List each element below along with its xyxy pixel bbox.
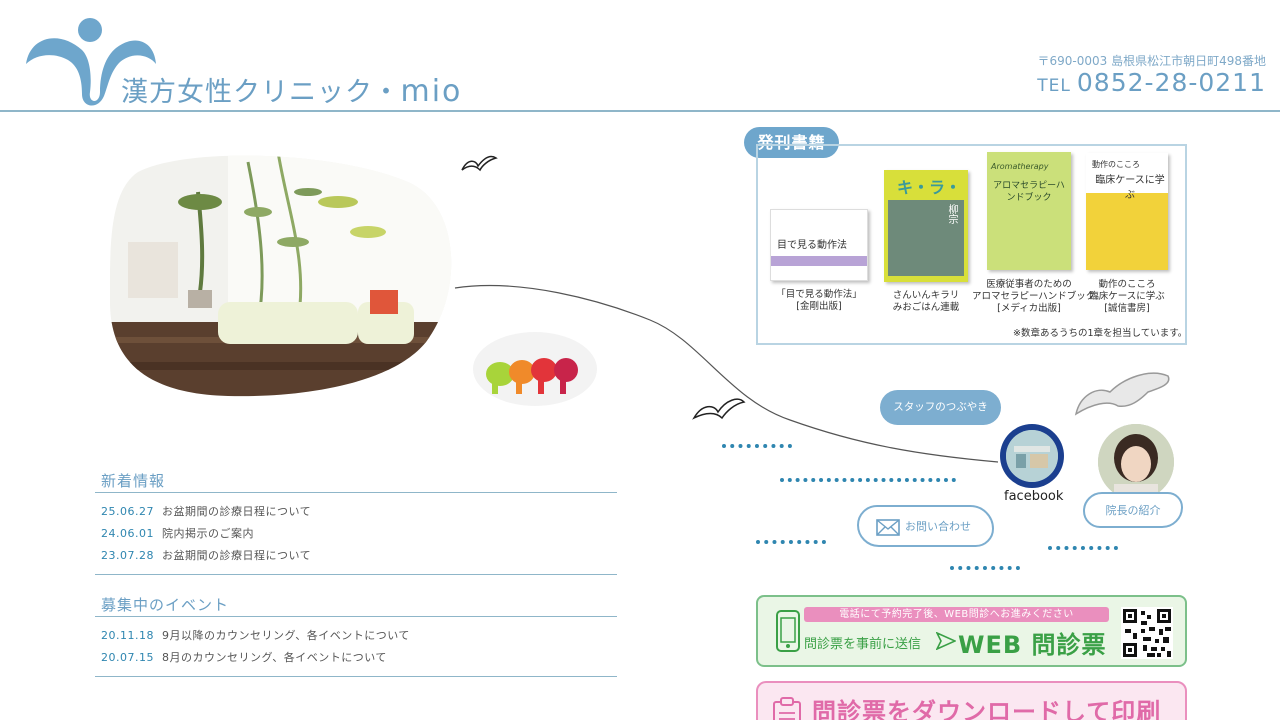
event-title-link[interactable]: 9月以降のカウンセリング、各イベントについて xyxy=(162,629,410,642)
web-interview-title: WEB 問診票 xyxy=(958,631,1107,659)
mail-icon xyxy=(876,519,900,536)
news-section-title: 新着情報 xyxy=(101,472,166,490)
events-title-rule xyxy=(95,616,617,617)
book-caption: 動作のこころ 臨床ケースに学ぶ [誠信書房] xyxy=(1084,279,1170,315)
event-date: 20.11.18 xyxy=(101,629,154,642)
smartphone-icon xyxy=(776,610,800,652)
contact-link[interactable]: お問い合わせ xyxy=(857,505,994,547)
colorful-dogs-photo xyxy=(473,332,597,406)
clinic-logo-icon[interactable] xyxy=(20,16,160,106)
news-item[interactable]: 23.07.28 お盆期間の診療日程について xyxy=(101,547,311,563)
book-caption-line: 臨床ケースに学ぶ xyxy=(1089,291,1165,302)
tel-label: TEL xyxy=(1037,76,1071,96)
book-caption-line: アロマセラピーハンドブック xyxy=(972,291,1096,302)
web-interview-notice: 電話にて予約完了後、WEB問診へお進みください xyxy=(804,607,1109,622)
facebook-link-icon[interactable] xyxy=(1000,424,1064,488)
book-cover-photo xyxy=(888,200,964,276)
director-photo[interactable] xyxy=(1098,424,1174,500)
event-title-link[interactable]: 8月のカウンセリング、各イベントについて xyxy=(162,651,387,664)
arrow-right-icon xyxy=(936,632,956,650)
news-bottom-rule xyxy=(95,574,617,575)
news-date: 23.07.28 xyxy=(101,549,154,562)
book-cover-side: 柳宗 xyxy=(946,204,957,224)
web-interview-banner[interactable]: 電話にて予約完了後、WEB問診へお進みください 問診票を事前に送信 WEB 問診… xyxy=(756,595,1187,667)
news-date: 25.06.27 xyxy=(101,505,154,518)
book-item[interactable]: キ・ラ・リ 柳宗 さんいんキラリ みおごはん連載 xyxy=(878,170,974,314)
book-cover-latin: Aromatherapy xyxy=(991,162,1049,171)
download-interview-banner[interactable]: 問診票をダウンロードして印刷 xyxy=(756,681,1187,720)
staff-blog-link[interactable]: スタッフのつぶやき xyxy=(880,390,1001,425)
book-caption-line: みおごはん連載 xyxy=(892,302,960,313)
decorative-dash xyxy=(722,444,792,448)
news-title-rule xyxy=(95,492,617,493)
book-cover-band xyxy=(771,256,867,266)
clinic-name-jp: 漢方女性クリニック・ xyxy=(121,77,401,108)
web-interview-send-text: 問診票を事前に送信 xyxy=(804,637,922,652)
waiting-room-photo xyxy=(109,155,452,397)
director-intro-link[interactable]: 院長の紹介 xyxy=(1083,492,1183,528)
facebook-photo xyxy=(1006,430,1058,482)
book-caption: 医療従事者のための アロマセラピーハンドブック [メディカ出版] xyxy=(972,279,1096,315)
book-item[interactable]: 動作のこころ 臨床ケースに学ぶ 動作のこころ 臨床ケースに学ぶ [誠信書房] xyxy=(1084,153,1170,315)
book-caption-line: [金剛出版] xyxy=(796,301,842,312)
decorative-dash xyxy=(1048,546,1118,550)
qr-code-icon xyxy=(1121,607,1173,659)
decorative-dash xyxy=(780,478,956,482)
book-cover: キ・ラ・リ 柳宗 xyxy=(884,170,968,282)
book-cover: Aromatherapy アロマセラピーハンドブック xyxy=(987,152,1071,270)
publications-tag: 発刊書籍 xyxy=(744,127,839,158)
news-item[interactable]: 25.06.27 お盆期間の診療日程について xyxy=(101,503,311,519)
book-caption-line: 動作のこころ xyxy=(1098,279,1156,290)
book-item[interactable]: 目で見る動作法 「目で見る動作法」 [金剛出版] xyxy=(766,209,872,313)
download-interview-title: 問診票をダウンロードして印刷 xyxy=(812,698,1162,720)
book-caption-line: [メディカ出版] xyxy=(997,303,1061,314)
book-caption-line: さんいんキラリ xyxy=(892,290,960,301)
contact-label: お問い合わせ xyxy=(905,520,971,533)
book-caption: 「目で見る動作法」 [金剛出版] xyxy=(766,289,872,313)
book-cover-title: アロマセラピーハンドブック xyxy=(993,181,1065,203)
event-item[interactable]: 20.11.18 9月以降のカウンセリング、各イベントについて xyxy=(101,627,410,643)
clinic-name-latin: mio xyxy=(400,74,463,109)
news-title-link[interactable]: 院内掲示のご案内 xyxy=(162,527,254,540)
news-item[interactable]: 24.06.01 院内掲示のご案内 xyxy=(101,525,254,541)
clipboard-icon xyxy=(773,697,801,720)
decorative-dash xyxy=(950,566,1020,570)
event-item[interactable]: 20.07.15 8月のカウンセリング、各イベントについて xyxy=(101,649,387,665)
clinic-address: 〒690-0003 島根県松江市朝日町498番地 xyxy=(1037,54,1267,68)
book-cover-title: 目で見る動作法 xyxy=(777,240,847,251)
site-header: 漢方女性クリニック・mio 〒690-0003 島根県松江市朝日町498番地 T… xyxy=(0,0,1280,112)
decorative-dash xyxy=(756,540,826,544)
book-caption-line: [誠信書房] xyxy=(1104,303,1150,314)
book-cover: 目で見る動作法 xyxy=(770,209,868,281)
news-date: 24.06.01 xyxy=(101,527,154,540)
tel-number: 0852-28-0211 xyxy=(1076,68,1266,97)
book-caption: さんいんキラリ みおごはん連載 xyxy=(878,290,974,314)
publications-box xyxy=(756,144,1187,345)
news-title-link[interactable]: お盆期間の診療日程について xyxy=(162,505,312,518)
publications-note: ※数章あるうちの1章を担当しています。 xyxy=(1013,328,1188,339)
book-cover-subtitle: 動作のこころ xyxy=(1092,160,1140,169)
clinic-name[interactable]: 漢方女性クリニック・mio xyxy=(121,70,462,109)
book-cover: 動作のこころ 臨床ケースに学ぶ xyxy=(1086,153,1168,270)
events-bottom-rule xyxy=(95,676,617,677)
news-title-link[interactable]: お盆期間の診療日程について xyxy=(162,549,312,562)
book-caption-line: 「目で見る動作法」 xyxy=(776,289,862,300)
book-cover-topband xyxy=(1086,153,1168,193)
book-caption-line: 医療従事者のための xyxy=(986,279,1072,290)
book-item[interactable]: Aromatherapy アロマセラピーハンドブック 医療従事者のための アロマ… xyxy=(972,152,1096,315)
book-cover-title: 臨床ケースに学ぶ xyxy=(1095,175,1165,201)
facebook-label[interactable]: facebook xyxy=(1004,489,1064,504)
events-section-title: 募集中のイベント xyxy=(101,596,230,614)
event-date: 20.07.15 xyxy=(101,651,154,664)
